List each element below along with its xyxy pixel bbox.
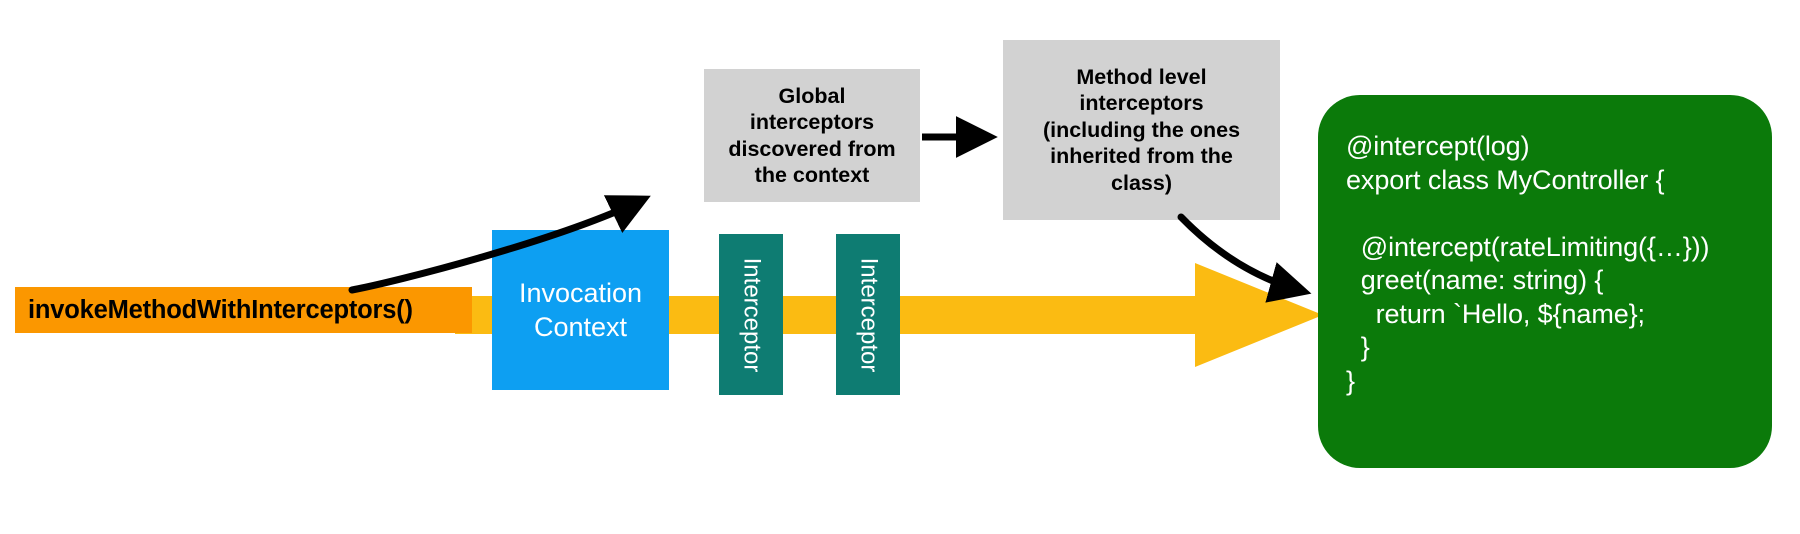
invocation-context-line-2: Context xyxy=(533,312,628,342)
method-note-line-2: interceptors xyxy=(1079,91,1204,116)
code-line-4: @intercept(rateLimiting({…})) xyxy=(1346,231,1710,262)
global-interceptors-note: Global interceptors discovered from the … xyxy=(704,69,920,202)
method-note-line-3: (including the ones xyxy=(1042,117,1241,142)
controller-code-card: @intercept(log) export class MyControlle… xyxy=(1318,95,1772,468)
interceptor-box-2[interactable]: Interceptor xyxy=(836,234,900,395)
code-line-6: return `Hello, ${name}; xyxy=(1346,298,1645,329)
invocation-context-box[interactable]: Invocation Context xyxy=(492,230,669,390)
code-line-5: greet(name: string) { xyxy=(1346,265,1604,295)
invoke-method-label: invokeMethodWithInterceptors() xyxy=(28,295,413,324)
invocation-context-line-1: Invocation xyxy=(518,278,643,308)
interceptor-label-1: Interceptor xyxy=(738,257,766,372)
code-line-2: export class MyController { xyxy=(1346,164,1665,195)
global-note-line-3: discovered from xyxy=(728,136,896,161)
method-level-interceptors-note: Method level interceptors (including the… xyxy=(1003,40,1280,220)
code-line-8: } xyxy=(1346,365,1355,396)
method-note-line-5: class) xyxy=(1111,170,1172,195)
invoke-method-box[interactable]: invokeMethodWithInterceptors() xyxy=(15,287,472,333)
interceptor-label-2: Interceptor xyxy=(855,257,883,372)
global-note-line-1: Global xyxy=(778,83,846,108)
code-line-1: @intercept(log) xyxy=(1346,131,1530,161)
global-note-line-2: interceptors xyxy=(749,110,875,134)
code-line-3 xyxy=(1346,197,1772,231)
interceptor-box-1[interactable]: Interceptor xyxy=(719,234,783,395)
code-line-7: } xyxy=(1346,332,1370,362)
method-note-line-4: inherited from the xyxy=(1050,144,1233,169)
method-note-line-1: Method level xyxy=(1076,64,1207,89)
global-note-line-4: the context xyxy=(754,163,870,187)
